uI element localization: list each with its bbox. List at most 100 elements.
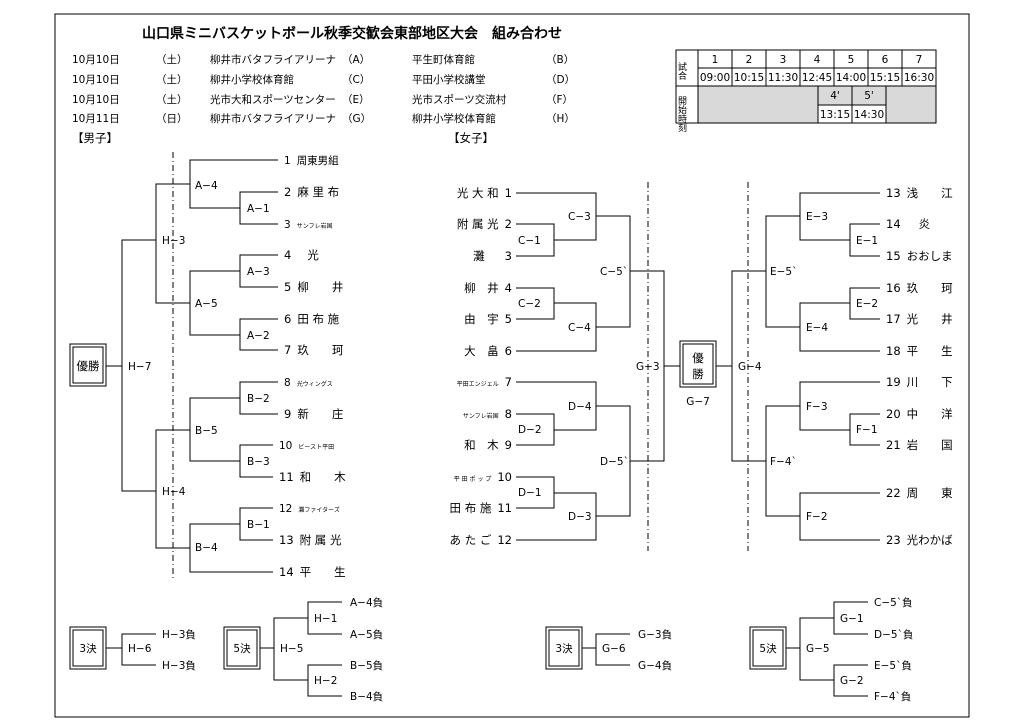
seed-label: C−5`負 bbox=[874, 597, 913, 609]
game-label: H−2 bbox=[314, 675, 337, 687]
schedule-grey-left bbox=[698, 86, 818, 123]
seed-label: E−5`負 bbox=[874, 660, 912, 672]
game-label: G−5 bbox=[806, 643, 830, 655]
schedule-time-day2: 14:30 bbox=[854, 109, 884, 121]
schedule-game-no: 1 bbox=[712, 54, 719, 66]
schedule-game-no: 4 bbox=[814, 54, 821, 66]
seed-label: A−4負 bbox=[350, 597, 383, 609]
game-label: B−3 bbox=[247, 456, 270, 468]
venue-date: 10月10日 bbox=[72, 94, 120, 106]
sheet-border bbox=[54, 13, 970, 718]
schedule-time-day2: 13:15 bbox=[820, 109, 850, 121]
game-label: F−1 bbox=[856, 424, 878, 436]
game-label: H−7 bbox=[128, 361, 151, 373]
seed-label: H−3負 bbox=[162, 660, 196, 672]
game-label: A−1 bbox=[247, 203, 270, 215]
game-label: A−5 bbox=[195, 298, 218, 310]
game-label: G−4 bbox=[738, 361, 762, 373]
schedule-time: 16:30 bbox=[904, 72, 934, 84]
girls-bracket-lines bbox=[516, 182, 880, 551]
game-label: B−2 bbox=[247, 393, 270, 405]
game-label: H−5 bbox=[280, 643, 303, 655]
schedule-game-no: 3 bbox=[780, 54, 787, 66]
venue-row: 10月11日 （日） 柳井市バタフライアリーナ （G） 柳井小学校体育館 （H） bbox=[72, 112, 575, 125]
game-label: E−3 bbox=[806, 211, 828, 223]
venue-date: 10月10日 bbox=[72, 74, 120, 86]
game-label: C−4 bbox=[568, 322, 591, 334]
game-label: G−2 bbox=[840, 675, 864, 687]
venue-day: （土） bbox=[156, 93, 188, 106]
game-label: A−2 bbox=[247, 330, 270, 342]
third-place-label: 3決 bbox=[555, 643, 573, 655]
final-game-label: G−7 bbox=[686, 396, 710, 408]
venue-code: （G） bbox=[342, 113, 371, 125]
venue-day: （土） bbox=[156, 73, 188, 86]
venue-name-2: 平生町体育館 bbox=[412, 53, 475, 66]
seed-label: F−4`負 bbox=[874, 691, 911, 703]
game-label: G−3 bbox=[636, 361, 660, 373]
game-label: H−1 bbox=[314, 613, 337, 625]
venue-date: 10月10日 bbox=[72, 54, 120, 66]
schedule-game-no: 5 bbox=[848, 54, 855, 66]
game-label: G−6 bbox=[602, 643, 626, 655]
venue-name: 柳井市バタフライアリーナ bbox=[210, 53, 336, 66]
boys-game-labels: A−4 A−1 A−3 A−5 A−2 H−3 H−7 B−2 B−5 B−3 … bbox=[128, 180, 270, 554]
boys-champion-box: 優勝 bbox=[69, 343, 107, 387]
game-label: D−5` bbox=[600, 456, 629, 468]
girls-champion-box: 優 勝 G−7 bbox=[679, 340, 717, 408]
venue-day: （土） bbox=[156, 53, 188, 66]
third-place-label: 3決 bbox=[79, 643, 97, 655]
seed-label: D−5`負 bbox=[874, 629, 913, 641]
schedule-time: 10:15 bbox=[734, 72, 764, 84]
game-label: F−2 bbox=[806, 511, 828, 523]
schedule-label-start: 開始時刻 bbox=[676, 96, 687, 133]
girls-label: 【女子】 bbox=[448, 131, 494, 145]
seed-label: G−4負 bbox=[638, 660, 672, 672]
venue-code: （A） bbox=[342, 54, 370, 66]
fifth-place-label: 5決 bbox=[233, 643, 251, 655]
game-label: B−4 bbox=[195, 542, 218, 554]
schedule-game-no: 6 bbox=[882, 54, 889, 66]
venue-name: 柳井小学校体育館 bbox=[210, 73, 294, 86]
schedule-time: 11:30 bbox=[768, 72, 798, 84]
boys-third-place: 3決 H−6 H−3負 H−3負 bbox=[69, 626, 196, 672]
game-label: C−2 bbox=[518, 298, 541, 310]
seed-label: B−4負 bbox=[350, 691, 383, 703]
girls-third-place: 3決 G−6 G−3負 G−4負 bbox=[545, 626, 672, 672]
venue-name: 光市大和スポーツセンター bbox=[210, 93, 336, 106]
game-label: G−1 bbox=[840, 613, 864, 625]
game-label: A−3 bbox=[247, 266, 270, 278]
venue-code-2: （H） bbox=[546, 113, 575, 125]
schedule-game-no: 7 bbox=[916, 54, 923, 66]
game-label: D−1 bbox=[518, 487, 542, 499]
venue-code: （C） bbox=[342, 74, 370, 86]
seed-label: G−3負 bbox=[638, 629, 672, 641]
